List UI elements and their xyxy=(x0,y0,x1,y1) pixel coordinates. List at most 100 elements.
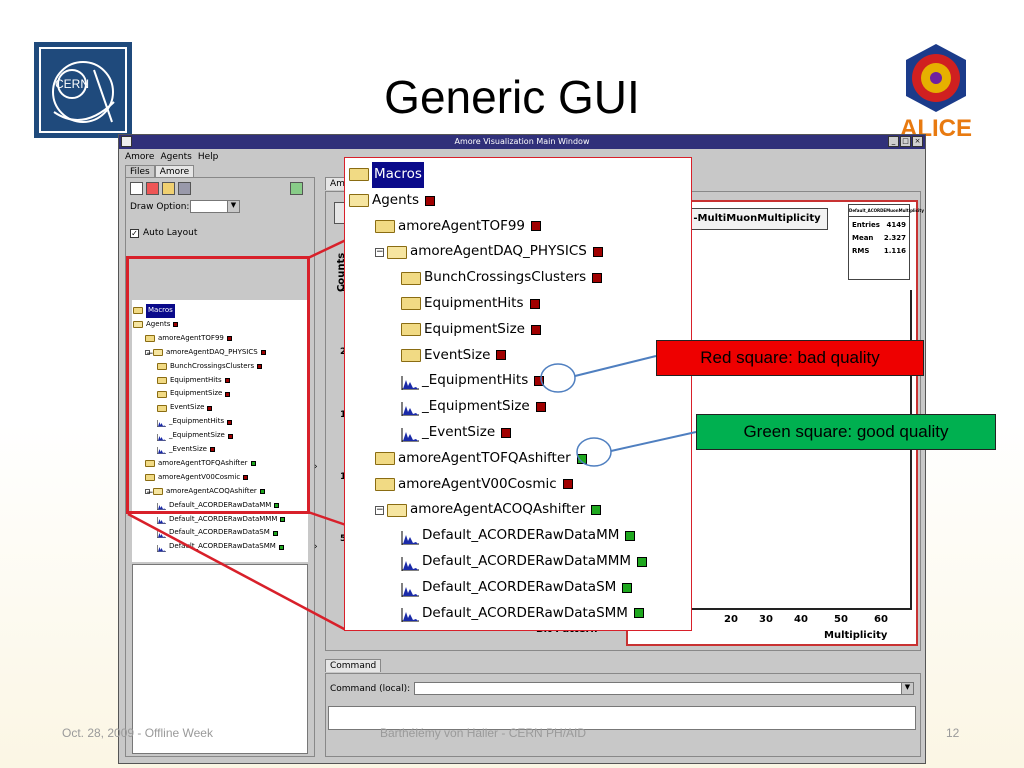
menu-help[interactable]: Help xyxy=(197,152,219,162)
left-panel-blank-area xyxy=(132,564,308,754)
small-tree-item[interactable]: Macros xyxy=(133,304,175,318)
small-tree-item[interactable]: Agents xyxy=(133,318,179,332)
zoomed-tree-item[interactable]: _EquipmentSize xyxy=(401,394,546,420)
small-tree-item[interactable]: _EventSize xyxy=(157,443,215,457)
window-menu-icon[interactable] xyxy=(121,136,132,147)
small-tree-item[interactable]: amoreAgentTOF99 xyxy=(145,332,232,346)
zoomed-tree-item[interactable]: BunchCrossingsClusters xyxy=(401,265,603,291)
small-tree-item[interactable]: _EquipmentSize xyxy=(157,429,233,443)
small-tree-item[interactable]: −amoreAgentDAQ_PHYSICS xyxy=(145,346,266,360)
histogram-icon xyxy=(157,446,166,455)
maximize-button[interactable]: □ xyxy=(900,136,911,147)
footer-date: Oct. 28, 2009 - Offline Week xyxy=(62,726,213,740)
close-button[interactable]: × xyxy=(912,136,923,147)
open-folder-icon[interactable] xyxy=(162,182,175,195)
small-tree-item[interactable]: amoreAgentV00Cosmic xyxy=(145,471,249,485)
zoomed-tree-item[interactable]: _EventSize xyxy=(401,420,512,446)
folder-open-icon xyxy=(349,194,369,208)
bad-quality-indicator xyxy=(225,391,231,397)
tab-command[interactable]: Command xyxy=(325,659,382,672)
histogram-icon xyxy=(401,581,419,597)
histogram-icon xyxy=(401,374,419,391)
tree-item-label: _EquipmentHits xyxy=(169,417,225,426)
small-tree-item[interactable]: EquipmentHits xyxy=(157,374,230,388)
menu-agents[interactable]: Agents xyxy=(160,152,192,162)
small-tree-item[interactable]: −amoreAgentACOQAshifter xyxy=(145,485,265,499)
window-title: Amore Visualization Main Window xyxy=(454,137,590,146)
histogram-icon xyxy=(157,502,166,511)
zoomed-tree-item[interactable]: amoreAgentV00Cosmic xyxy=(375,472,573,498)
tree-item-label: amoreAgentTOF99 xyxy=(398,217,526,234)
minimize-button[interactable]: _ xyxy=(888,136,899,147)
refresh-icon[interactable] xyxy=(290,182,303,195)
splitter-arrow-icon-2[interactable]: › xyxy=(314,542,318,552)
bad-quality-indicator xyxy=(260,350,266,356)
stats-entries-value: 4149 xyxy=(886,221,906,229)
zoomed-tree-item[interactable]: EventSize xyxy=(401,343,507,369)
tab-files[interactable]: Files xyxy=(125,165,155,178)
splitter-arrow-icon[interactable]: › xyxy=(314,462,318,472)
zoomed-tree-item[interactable]: Default_ACORDERawDataMMM xyxy=(401,549,648,575)
zoomed-tree-item[interactable]: Default_ACORDERawDataMM xyxy=(401,523,636,549)
histogram-icon xyxy=(157,433,166,441)
histogram-icon xyxy=(401,606,419,623)
stats-box-title: Default_ACORDEMuonMultiplicity xyxy=(849,205,924,217)
tree-item-label: amoreAgentDAQ_PHYSICS xyxy=(410,243,587,260)
collapse-icon[interactable]: − xyxy=(145,488,154,499)
collapse-icon[interactable]: − xyxy=(375,504,384,515)
new-file-icon[interactable] xyxy=(130,182,143,195)
tree-item-label: BunchCrossingsClusters xyxy=(424,269,587,286)
zoomed-tree-item[interactable]: _EquipmentHits xyxy=(401,368,545,394)
zoomed-tree-item[interactable]: EquipmentSize xyxy=(401,317,541,343)
bad-quality-indicator xyxy=(207,405,213,411)
zoomed-tree-item[interactable]: − amoreAgentDAQ_PHYSICS xyxy=(375,239,603,265)
folder-icon xyxy=(157,404,167,412)
command-input[interactable]: ▼ xyxy=(414,682,914,695)
small-tree-item[interactable]: Default_ACORDERawDataMMM xyxy=(157,513,286,527)
draw-option-select[interactable]: ▼ xyxy=(190,200,240,213)
small-tree-item[interactable]: Default_ACORDERawDataSM xyxy=(157,526,278,540)
small-tree-item[interactable]: amoreAgentTOFQAshifter xyxy=(145,457,256,471)
menu-amore[interactable]: Amore xyxy=(125,152,155,162)
tree-item-label: _EventSize xyxy=(422,424,496,440)
slide-title: Generic GUI xyxy=(384,71,640,123)
tab-amore[interactable]: Amore xyxy=(154,165,195,178)
small-tree-item[interactable]: EquipmentSize xyxy=(157,387,231,401)
cern-logo-text: CERN xyxy=(55,77,89,91)
zoomed-tree-item[interactable]: Default_ACORDERawDataSM xyxy=(401,575,633,601)
zoomed-tree-item[interactable]: amoreAgentTOF99 xyxy=(375,214,542,240)
folder-icon xyxy=(133,307,143,315)
footer-author: Barthélémy von Haller - CERN PH/AID xyxy=(380,726,587,740)
bad-quality-indicator xyxy=(535,402,546,413)
save-icon[interactable] xyxy=(178,182,191,195)
tree-item-label: amoreAgentTOFQAshifter xyxy=(398,449,571,466)
command-panel: Command (local): ▼ xyxy=(325,673,921,757)
good-quality-indicator xyxy=(272,530,278,536)
collapse-icon[interactable]: − xyxy=(145,349,154,360)
small-tree-item[interactable]: Default_ACORDERawDataSMM xyxy=(157,540,284,554)
zoomed-tree-item[interactable]: Agents xyxy=(349,188,435,214)
small-tree-item[interactable]: BunchCrossingsClusters xyxy=(157,360,263,374)
tree-item-label: Agents xyxy=(372,191,419,208)
zoomed-tree-item[interactable]: Default_ACORDERawDataSMM xyxy=(401,601,644,627)
small-tree-item[interactable]: EventSize xyxy=(157,401,213,415)
small-tree-item[interactable]: _EquipmentHits xyxy=(157,415,233,429)
tree-item-label: EquipmentSize xyxy=(424,320,525,337)
folder-open-icon xyxy=(153,488,163,496)
zoomed-tree-item[interactable]: EquipmentHits xyxy=(401,291,540,317)
delete-icon[interactable] xyxy=(146,182,159,195)
bad-quality-indicator xyxy=(534,376,545,387)
small-tree-item[interactable]: Default_ACORDERawDataMM xyxy=(157,499,280,513)
folder-open-icon xyxy=(133,321,143,329)
auto-layout-label: Auto Layout xyxy=(143,228,198,238)
zoomed-tree-item[interactable]: −amoreAgentACOQAshifter xyxy=(375,497,602,523)
folder-icon xyxy=(157,363,167,371)
collapse-icon[interactable]: − xyxy=(375,246,384,257)
histogram-icon xyxy=(157,419,166,427)
auto-layout-checkbox[interactable]: ✓ xyxy=(130,228,139,238)
bad-quality-indicator xyxy=(243,475,249,481)
zoomed-tree-item[interactable]: Macros xyxy=(349,162,424,188)
zoomed-tree-item[interactable]: amoreAgentTOFQAshifter xyxy=(375,446,587,472)
stats-mean-label: Mean xyxy=(852,234,874,242)
